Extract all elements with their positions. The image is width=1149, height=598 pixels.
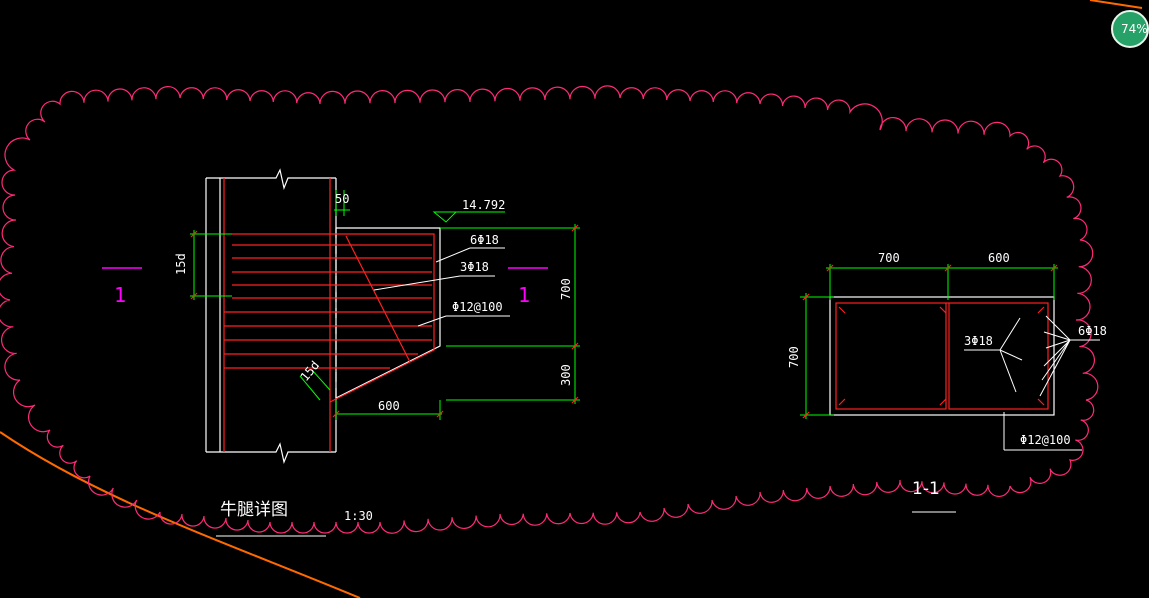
section-rebar-label-right: 6Φ18 (1078, 324, 1107, 338)
section-corner-bars (838, 306, 1045, 406)
section-title: 1-1 (912, 479, 940, 499)
dim-width: 600 (378, 399, 400, 413)
dim-anchor-bottom: 15d (298, 358, 323, 384)
zoom-percent-badge[interactable]: 74% (1111, 10, 1149, 48)
section-dim-height: 700 (787, 346, 801, 368)
detail-title: 牛腿详图 (220, 500, 288, 520)
section-1-1 (800, 264, 1100, 513)
section-stirrups (835, 302, 1049, 410)
rebar-label-stirrup: Φ12@100 (452, 300, 503, 314)
elevation-marker (432, 211, 458, 223)
section-dim-right: 600 (988, 251, 1010, 265)
zoom-percent-text: 74% (1121, 22, 1148, 36)
corbel-dimensions (190, 190, 580, 420)
corbel-detail (102, 168, 580, 537)
dim-height-top: 700 (559, 278, 573, 300)
dimension-ticks (190, 224, 579, 418)
section-leaders (912, 315, 1100, 513)
section-dim-left: 700 (878, 251, 900, 265)
section-mark-right: 1 (518, 283, 530, 307)
section-dimension-ticks (802, 264, 1058, 419)
dim-gap: 50 (335, 192, 349, 206)
elevation-label: 14.792 (462, 198, 505, 212)
rebar-label-middle: 3Φ18 (460, 260, 489, 274)
corbel-rebar (223, 178, 435, 452)
section-outline (829, 296, 1055, 416)
rebar-leaders (373, 247, 510, 327)
dim-anchor-top: 15d (174, 253, 188, 275)
section-rebar-label-left: 3Φ18 (964, 334, 993, 348)
dim-height-bottom: 300 (559, 364, 573, 386)
detail-scale: 1:30 (344, 509, 373, 523)
column-outline (205, 168, 441, 465)
section-mark-left: 1 (114, 283, 126, 307)
revision-cloud (0, 85, 1099, 534)
section-rebar-label-stirrup: Φ12@100 (1020, 433, 1071, 447)
rebar-label-top: 6Φ18 (470, 233, 499, 247)
section-dimensions (800, 264, 1058, 419)
